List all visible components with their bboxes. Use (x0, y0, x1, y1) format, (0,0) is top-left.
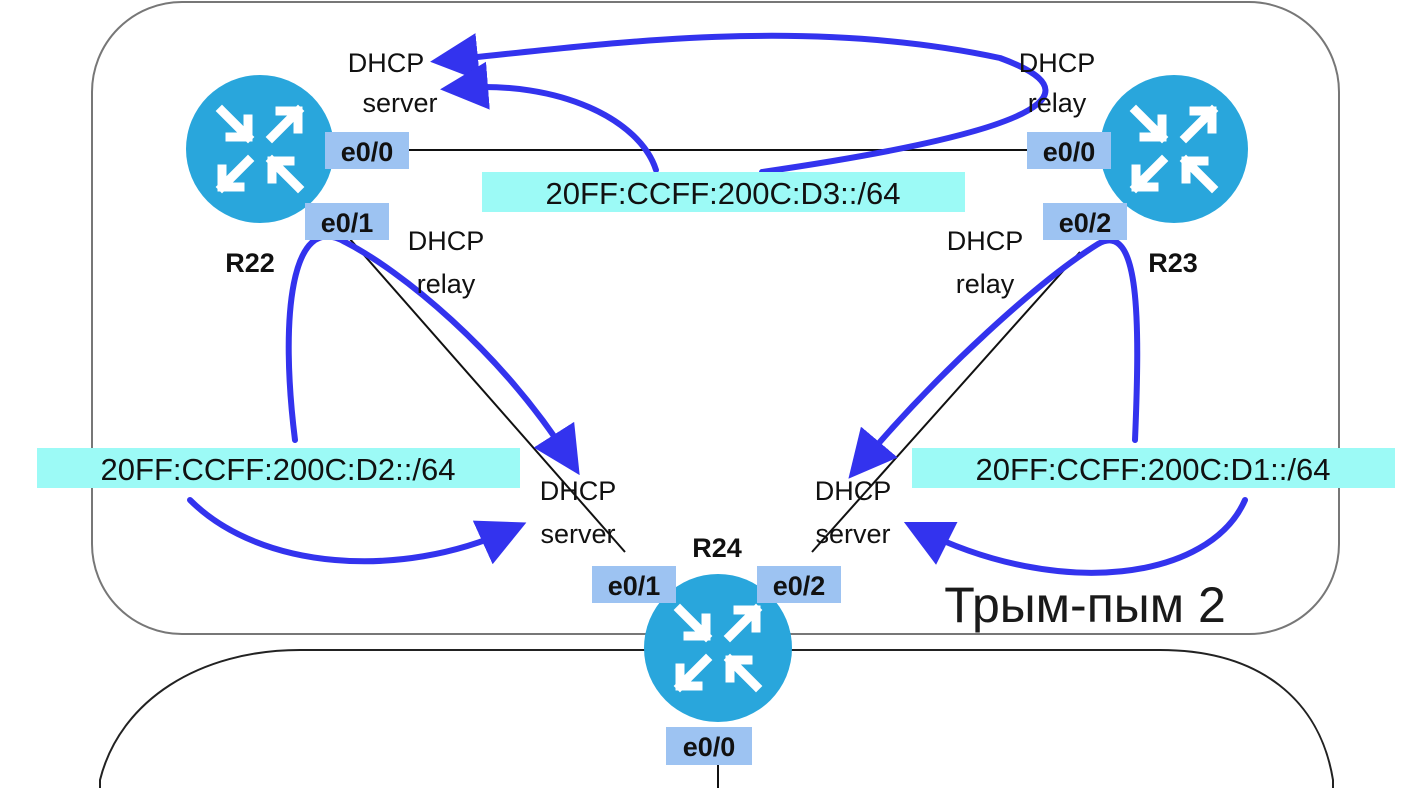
role-r24-right: DHCP server (815, 476, 892, 549)
prefix-d2: 20FF:CCFF:200C:D2::/64 (37, 448, 520, 488)
router-r22 (186, 75, 334, 223)
iface-r22-e0-1: e0/1 (305, 203, 389, 240)
iface-r22-e0-0: e0/0 (325, 132, 409, 169)
router-name-r22: R22 (225, 248, 275, 278)
svg-text:server: server (362, 88, 437, 118)
svg-text:20FF:CCFF:200C:D2::/64: 20FF:CCFF:200C:D2::/64 (101, 452, 456, 487)
arrow-d3-to-r22-server (440, 61, 659, 173)
arrow-r22-relay-to-r24 (285, 233, 580, 476)
svg-text:e0/1: e0/1 (321, 208, 374, 238)
svg-text:DHCP: DHCP (540, 476, 617, 506)
link-r23-r24 (811, 251, 1081, 553)
iface-r23-e0-0: e0/0 (1027, 132, 1111, 169)
router-name-r24: R24 (692, 533, 742, 563)
svg-text:relay: relay (956, 269, 1015, 299)
svg-text:DHCP: DHCP (408, 226, 485, 256)
svg-text:relay: relay (1028, 88, 1087, 118)
role-r23-top: DHCP relay (1019, 48, 1096, 118)
router-r24 (644, 574, 792, 722)
iface-r24-e0-0: e0/0 (666, 727, 752, 765)
svg-text:server: server (540, 519, 615, 549)
router-r23 (1100, 75, 1248, 223)
svg-text:e0/2: e0/2 (1059, 208, 1112, 238)
prefix-d1: 20FF:CCFF:200C:D1::/64 (912, 448, 1395, 488)
arrow-d1-to-r24-server (903, 497, 1248, 576)
svg-text:DHCP: DHCP (1019, 48, 1096, 78)
role-r22-top: DHCP server (348, 48, 438, 118)
svg-text:e0/2: e0/2 (773, 571, 826, 601)
svg-text:relay: relay (417, 269, 476, 299)
svg-text:DHCP: DHCP (348, 48, 425, 78)
iface-r24-e0-2: e0/2 (757, 566, 841, 603)
role-r22-bottom: DHCP relay (408, 226, 485, 299)
svg-text:DHCP: DHCP (947, 226, 1024, 256)
iface-r23-e0-2: e0/2 (1043, 203, 1127, 240)
arrow-r23-relay-to-r24 (848, 237, 1141, 479)
prefix-d3: 20FF:CCFF:200C:D3::/64 (482, 172, 965, 212)
arrow-d3-relay-to-server-top (430, 32, 1049, 175)
arrow-d2-to-r24-server (187, 497, 527, 565)
router-name-r23: R23 (1148, 248, 1198, 278)
svg-text:20FF:CCFF:200C:D3::/64: 20FF:CCFF:200C:D3::/64 (546, 176, 901, 211)
svg-text:e0/0: e0/0 (683, 732, 736, 762)
svg-text:DHCP: DHCP (815, 476, 892, 506)
role-r23-bottom: DHCP relay (947, 226, 1024, 299)
svg-text:e0/0: e0/0 (1043, 137, 1096, 167)
svg-text:server: server (815, 519, 890, 549)
svg-text:e0/1: e0/1 (608, 571, 661, 601)
zone-label: Трым-пым 2 (944, 577, 1226, 633)
svg-text:e0/0: e0/0 (341, 137, 394, 167)
iface-r24-e0-1: e0/1 (592, 566, 676, 603)
link-r22-r24 (341, 229, 626, 553)
svg-text:20FF:CCFF:200C:D1::/64: 20FF:CCFF:200C:D1::/64 (976, 452, 1331, 487)
role-r24-left: DHCP server (540, 476, 617, 549)
